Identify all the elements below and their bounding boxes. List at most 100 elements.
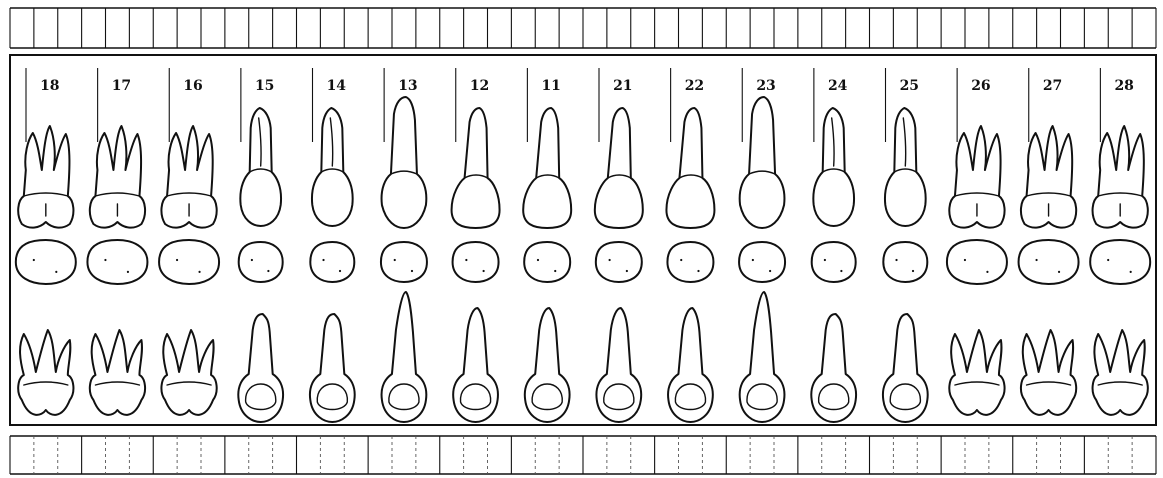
tooth-24[interactable]: 24 [811, 68, 856, 422]
record-cell-25[interactable] [870, 8, 918, 48]
occlusal-view-23[interactable] [739, 242, 785, 282]
record-cell-24[interactable] [798, 8, 846, 48]
tooth-number-21: 21 [613, 78, 632, 94]
record-cell-13[interactable] [368, 436, 416, 474]
lower-tooth-11[interactable] [525, 308, 570, 422]
lower-tooth-25[interactable] [883, 314, 928, 422]
lower-tooth-17[interactable] [90, 330, 145, 415]
occlusal-view-24[interactable] [812, 242, 856, 282]
record-cell-27[interactable] [1013, 436, 1061, 474]
record-cell-22[interactable] [655, 8, 703, 48]
record-cell-26[interactable] [941, 436, 989, 474]
record-cell-23[interactable] [726, 436, 774, 474]
occlusal-view-27[interactable] [1019, 240, 1079, 284]
tooth-11[interactable]: 11 [523, 68, 571, 422]
tooth-28[interactable]: 28 [1090, 68, 1150, 415]
tooth-16[interactable]: 16 [159, 68, 219, 415]
record-cell-16[interactable] [153, 8, 201, 48]
upper-tooth-24[interactable] [813, 108, 854, 226]
record-cell-26[interactable] [941, 8, 989, 48]
lower-tooth-28[interactable] [1093, 330, 1148, 415]
lower-tooth-15[interactable] [238, 314, 283, 422]
occlusal-view-25[interactable] [883, 242, 927, 282]
upper-tooth-15[interactable] [240, 108, 281, 226]
record-cell-21[interactable] [583, 8, 631, 48]
tooth-18[interactable]: 18 [16, 68, 76, 415]
tooth-21[interactable]: 21 [595, 68, 643, 422]
upper-tooth-12[interactable] [452, 108, 500, 228]
tooth-12[interactable]: 12 [452, 68, 500, 422]
upper-tooth-13[interactable] [382, 97, 427, 228]
record-cell-25[interactable] [870, 436, 918, 474]
upper-tooth-23[interactable] [740, 97, 785, 228]
occlusal-view-21[interactable] [596, 242, 642, 282]
occlusal-view-13[interactable] [381, 242, 427, 282]
lower-tooth-18[interactable] [18, 330, 73, 415]
tooth-25[interactable]: 25 [883, 68, 928, 422]
tooth-number-12: 12 [470, 78, 489, 94]
record-cell-23[interactable] [726, 8, 774, 48]
lower-tooth-16[interactable] [161, 330, 216, 415]
record-cell-15[interactable] [225, 8, 273, 48]
record-cell-27[interactable] [1013, 8, 1061, 48]
lower-tooth-13[interactable] [382, 292, 427, 422]
top-record-grid [10, 8, 1156, 48]
upper-tooth-25[interactable] [885, 108, 926, 226]
record-cell-24[interactable] [798, 436, 846, 474]
lower-tooth-24[interactable] [811, 314, 856, 422]
lower-tooth-21[interactable] [596, 308, 641, 422]
upper-tooth-22[interactable] [666, 108, 714, 228]
record-cell-15[interactable] [225, 436, 273, 474]
record-cell-11[interactable] [511, 436, 559, 474]
record-cell-13[interactable] [368, 8, 416, 48]
tooth-27[interactable]: 27 [1019, 68, 1079, 415]
occlusal-view-28[interactable] [1090, 240, 1150, 284]
tooth-26[interactable]: 26 [947, 68, 1007, 415]
lower-tooth-27[interactable] [1021, 330, 1076, 415]
lower-tooth-12[interactable] [453, 308, 498, 422]
upper-tooth-14[interactable] [312, 108, 353, 226]
record-cell-16[interactable] [153, 436, 201, 474]
tooth-14[interactable]: 14 [310, 68, 355, 422]
occlusal-view-18[interactable] [16, 240, 76, 284]
occlusal-view-26[interactable] [947, 240, 1007, 284]
record-cell-14[interactable] [297, 8, 345, 48]
upper-tooth-11[interactable] [523, 108, 571, 228]
record-cell-12[interactable] [440, 436, 488, 474]
occlusal-view-17[interactable] [87, 240, 147, 284]
upper-tooth-21[interactable] [595, 108, 643, 228]
occlusal-view-14[interactable] [310, 242, 354, 282]
record-cell-22[interactable] [655, 436, 703, 474]
tooth-number-24: 24 [828, 78, 848, 94]
tooth-number-28: 28 [1114, 78, 1133, 94]
tooth-number-17: 17 [112, 78, 131, 94]
occlusal-view-11[interactable] [524, 242, 570, 282]
tooth-15[interactable]: 15 [238, 68, 283, 422]
record-cell-14[interactable] [297, 436, 345, 474]
lower-tooth-22[interactable] [668, 308, 713, 422]
tooth-13[interactable]: 13 [381, 68, 427, 422]
record-cell-17[interactable] [82, 436, 130, 474]
record-cell-28[interactable] [1084, 436, 1132, 474]
tooth-number-26: 26 [971, 78, 990, 94]
record-cell-12[interactable] [440, 8, 488, 48]
record-cell-17[interactable] [82, 8, 130, 48]
tooth-22[interactable]: 22 [666, 68, 714, 422]
record-cell-21[interactable] [583, 436, 631, 474]
tooth-number-22: 22 [685, 78, 704, 94]
occlusal-view-16[interactable] [159, 240, 219, 284]
record-cell-18[interactable] [10, 436, 58, 474]
tooth-number-15: 15 [255, 78, 274, 94]
record-cell-28[interactable] [1084, 8, 1132, 48]
occlusal-view-12[interactable] [453, 242, 499, 282]
tooth-17[interactable]: 17 [87, 68, 147, 415]
record-cell-11[interactable] [511, 8, 559, 48]
occlusal-view-15[interactable] [239, 242, 283, 282]
occlusal-view-22[interactable] [667, 242, 713, 282]
record-cell-18[interactable] [10, 8, 58, 48]
lower-tooth-14[interactable] [310, 314, 355, 422]
lower-tooth-26[interactable] [949, 330, 1004, 415]
tooth-number-11: 11 [541, 78, 560, 94]
tooth-23[interactable]: 23 [739, 68, 785, 422]
lower-tooth-23[interactable] [740, 292, 785, 422]
